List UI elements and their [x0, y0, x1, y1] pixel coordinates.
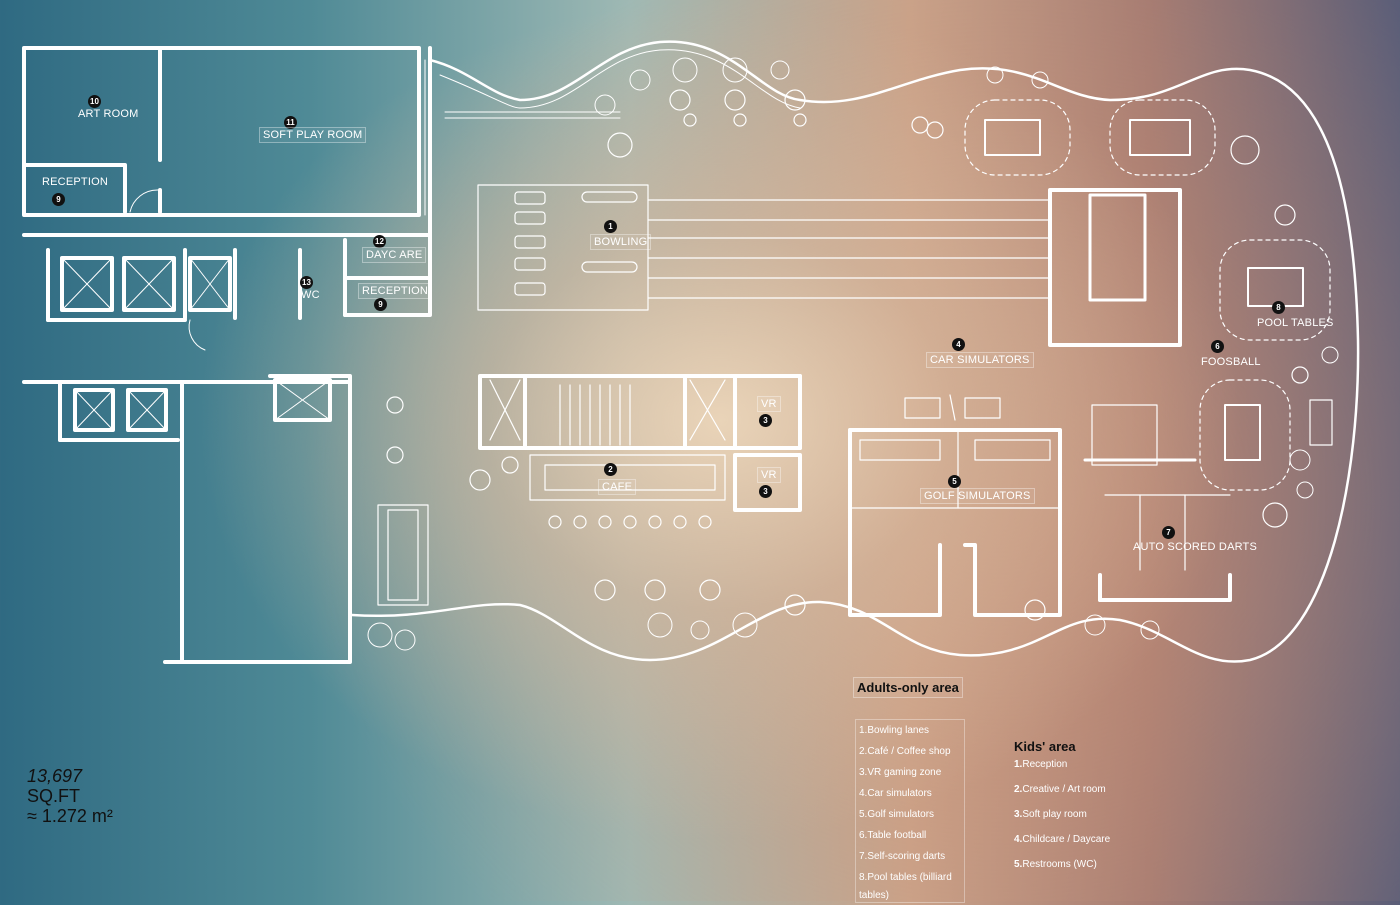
kids-item: 5.Restrooms (WC) [1014, 859, 1097, 870]
room-number-reception-top: 9 [52, 193, 65, 206]
room-number-vr2: 3 [759, 485, 772, 498]
room-number-softplay: 11 [284, 116, 297, 129]
adults-item: 6.Table football [859, 830, 927, 841]
area-metric: ≈ 1.272 m² [27, 806, 113, 826]
area-unit: SQ.FT [27, 786, 80, 806]
room-label-cafe: CAFE [598, 479, 637, 495]
room-number-car: 4 [952, 338, 965, 351]
adults-item: 3.VR gaming zone [859, 767, 942, 778]
room-label-dayc: DAYC ARE [362, 247, 427, 263]
cafe-details [377, 379, 1046, 621]
room-label-vr1: VR [757, 396, 781, 412]
room-number-vr1: 3 [759, 414, 772, 427]
adults-legend-title: Adults-only area [853, 677, 963, 698]
bowling-lanes [477, 184, 1182, 347]
plants [367, 57, 1339, 651]
kids-area-details [61, 59, 621, 431]
kids-legend-list: 1.Reception 2.Creative / Art room 3.Soft… [1014, 752, 1110, 877]
room-label-golf: GOLF SIMULATORS [920, 488, 1035, 504]
room-number-bowling: 1 [604, 220, 617, 233]
room-number-pool: 8 [1272, 301, 1285, 314]
room-number-darts: 7 [1162, 526, 1175, 539]
adults-item: 1.Bowling lanes [859, 725, 930, 736]
room-label-vr2: VR [757, 467, 781, 483]
room-label-darts: AUTO SCORED DARTS [1133, 541, 1258, 553]
room-label-car: CAR SIMULATORS [926, 352, 1034, 368]
room-number-cafe: 2 [604, 463, 617, 476]
kids-area-walls [22, 46, 432, 664]
room-label-reception-top: RECEPTION [42, 176, 108, 188]
adults-item: 8.Pool tables (billiard tables) [859, 872, 952, 901]
room-number-foosball: 6 [1211, 340, 1224, 353]
room-number-dayc: 12 [373, 235, 386, 248]
kids-item: 2.Creative / Art room [1014, 784, 1106, 795]
room-label-wc: WC [301, 289, 320, 301]
top-lounge-furniture [607, 89, 1331, 341]
total-area: 13,697 SQ.FT ≈ 1.272 m² [27, 766, 113, 826]
room-label-softplay: SOFT PLAY ROOM [259, 127, 367, 143]
cafe-block [478, 374, 802, 512]
room-label-bowling: BOWLING [590, 234, 652, 250]
building-outline [350, 40, 1360, 663]
room-number-art: 10 [88, 95, 101, 108]
kids-item: 3.Soft play room [1014, 809, 1087, 820]
room-label-foosball: FOOSBALL [1201, 356, 1261, 368]
area-value: 13,697 [27, 766, 83, 786]
room-number-wc: 13 [300, 276, 313, 289]
adults-item: 5.Golf simulators [859, 809, 935, 820]
golf-simulators [848, 428, 1062, 617]
adults-item: 7.Self-scoring darts [859, 851, 946, 862]
room-label-pool: POOL TABLES [1257, 317, 1334, 329]
kids-item: 4.Childcare / Daycare [1014, 834, 1111, 845]
room-number-golf: 5 [948, 475, 961, 488]
kids-item: 1.Reception [1014, 759, 1068, 770]
adults-legend-list: 1.Bowling lanes 2.Café / Coffee shop 3.V… [855, 719, 965, 903]
car-simulators [904, 394, 1001, 421]
room-number-reception-2: 9 [374, 298, 387, 311]
darts-area [1083, 366, 1333, 602]
room-label-art: ART ROOM [78, 108, 139, 120]
kids-legend-title: Kids' area [1014, 739, 1076, 754]
room-label-reception-2: RECEPTION [358, 283, 432, 299]
adults-item: 4.Car simulators [859, 788, 932, 799]
adults-item: 2.Café / Coffee shop [859, 746, 951, 757]
